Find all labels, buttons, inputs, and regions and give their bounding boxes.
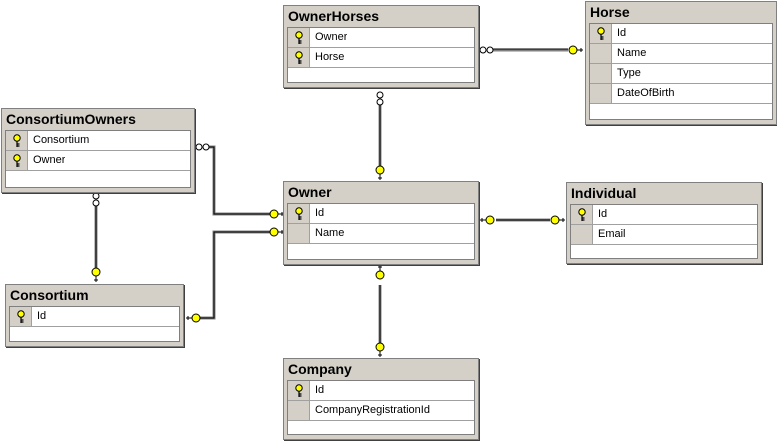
column-row[interactable]: Id xyxy=(590,24,772,44)
primary-key-icon xyxy=(6,151,28,170)
column-name: Id xyxy=(315,384,325,396)
entity-title: OwnerHorses xyxy=(288,8,380,24)
column-row[interactable]: Name xyxy=(590,44,772,64)
infinity-icon xyxy=(479,46,494,54)
primary-key-icon xyxy=(288,204,310,223)
infinity-icon xyxy=(376,91,384,106)
key-end-icon xyxy=(480,215,495,225)
key-end-icon xyxy=(269,227,284,237)
column-row[interactable]: Horse xyxy=(288,48,474,68)
column-name: Id xyxy=(617,27,627,39)
key-end-icon xyxy=(568,45,583,55)
link-consortium-owner xyxy=(200,230,270,320)
entity-columns: Id xyxy=(9,306,180,342)
entity-title: Company xyxy=(288,361,352,377)
column-row[interactable]: Id xyxy=(288,204,474,224)
primary-key-icon xyxy=(590,24,612,43)
key-end-icon xyxy=(375,165,385,180)
primary-key-icon xyxy=(288,381,310,400)
column-name: Id xyxy=(37,310,47,322)
key-end-icon xyxy=(550,215,565,225)
column-name: Name xyxy=(315,227,345,239)
primary-key-icon xyxy=(288,28,310,47)
column-name: CompanyRegistrationId xyxy=(315,404,430,416)
column-row[interactable]: Email xyxy=(571,225,757,245)
column-name: Id xyxy=(598,208,608,220)
entity-title: Individual xyxy=(571,185,637,201)
link-consortiumowners-owner xyxy=(209,145,270,216)
column-selector-cell xyxy=(571,225,593,244)
column-name: Type xyxy=(617,67,641,79)
column-name: Owner xyxy=(33,154,66,166)
column-row[interactable]: Consortium xyxy=(6,131,190,151)
primary-key-icon xyxy=(6,131,28,150)
column-selector-cell xyxy=(590,44,612,63)
key-end-icon xyxy=(91,267,101,282)
entity-title: Horse xyxy=(590,4,630,20)
entity-title: Owner xyxy=(288,184,332,200)
entity-consortium[interactable]: Consortium Id xyxy=(5,284,184,347)
column-row[interactable]: Type xyxy=(590,64,772,84)
infinity-icon xyxy=(195,143,210,151)
column-row[interactable]: Id xyxy=(288,381,474,401)
column-selector-cell xyxy=(590,84,612,103)
column-row[interactable]: Id xyxy=(10,307,179,327)
primary-key-icon xyxy=(288,48,310,67)
entity-title: Consortium xyxy=(10,287,89,303)
key-end-icon xyxy=(375,265,385,280)
column-name: Horse xyxy=(315,51,345,63)
column-name: Consortium xyxy=(33,134,90,146)
column-row[interactable]: Name xyxy=(288,224,474,244)
infinity-icon xyxy=(92,192,100,207)
column-selector-cell xyxy=(590,64,612,83)
column-row[interactable]: DateOfBirth xyxy=(590,84,772,104)
column-row[interactable]: Owner xyxy=(288,28,474,48)
column-name: Email xyxy=(598,228,626,240)
entity-title: ConsortiumOwners xyxy=(6,111,136,127)
key-end-icon xyxy=(375,342,385,357)
column-selector-cell xyxy=(288,401,310,420)
column-name: Name xyxy=(617,47,647,59)
primary-key-icon xyxy=(10,307,32,326)
column-selector-cell xyxy=(288,224,310,243)
key-end-icon xyxy=(186,313,201,323)
primary-key-icon xyxy=(571,205,593,224)
column-row[interactable]: Id xyxy=(571,205,757,225)
column-row[interactable]: Owner xyxy=(6,151,190,171)
column-name: DateOfBirth xyxy=(617,87,675,99)
column-name: Owner xyxy=(315,31,348,43)
column-name: Id xyxy=(315,207,325,219)
column-row[interactable]: CompanyRegistrationId xyxy=(288,401,474,421)
key-end-icon xyxy=(269,209,284,219)
